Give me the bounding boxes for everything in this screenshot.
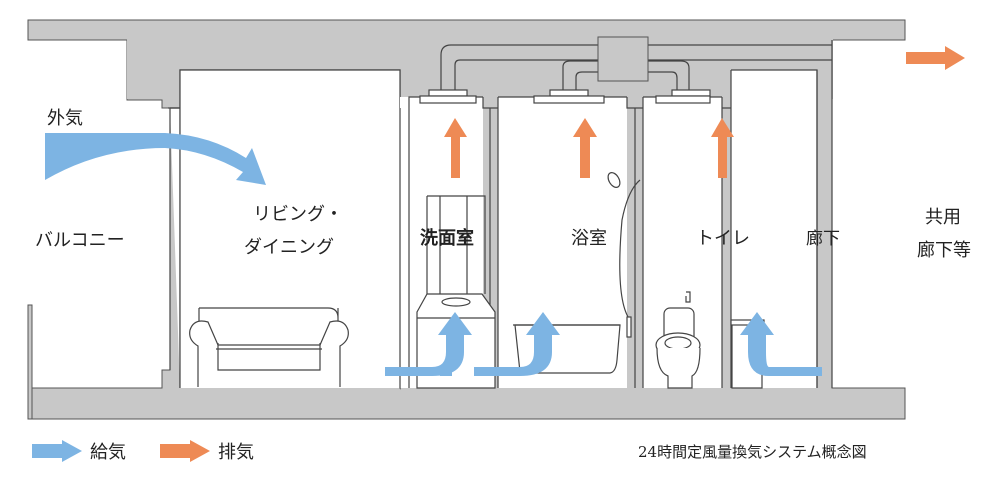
living-label-1: リビング・: [253, 204, 343, 225]
exhaust-grilles: [419, 89, 711, 104]
diagram-caption: 24時間定風量換気システム概念図: [638, 443, 867, 461]
blue-arrow-icon: [32, 440, 82, 462]
sofa-icon: [189, 307, 349, 387]
ventilation-fan-unit: [597, 36, 649, 82]
legend: 給気 排気: [32, 440, 254, 463]
common-corridor-label-1: 共用: [925, 207, 961, 228]
common-corridor-label-2: 廊下等: [917, 240, 971, 261]
toilet-label: トイレ: [696, 228, 750, 249]
outside-air-label: 外気: [47, 108, 83, 129]
bathroom-label: 浴室: [571, 228, 607, 249]
orange-arrow-icon: [160, 440, 210, 462]
exhaust-air-arrows: [444, 46, 965, 178]
legend-exhaust-label: 排気: [218, 442, 254, 463]
supply-air-arrows: [385, 312, 822, 376]
balcony-label: バルコニー: [35, 230, 125, 251]
hallway-label: 廊下: [806, 229, 840, 249]
toilet-icon: [655, 291, 701, 389]
washroom-label: 洗面室: [420, 227, 474, 249]
outside-air-arrow: [45, 133, 266, 185]
living-label-2: ダイニング: [244, 237, 334, 258]
legend-supply-label: 給気: [90, 442, 126, 463]
exhaust-out-arrow: [906, 46, 965, 70]
